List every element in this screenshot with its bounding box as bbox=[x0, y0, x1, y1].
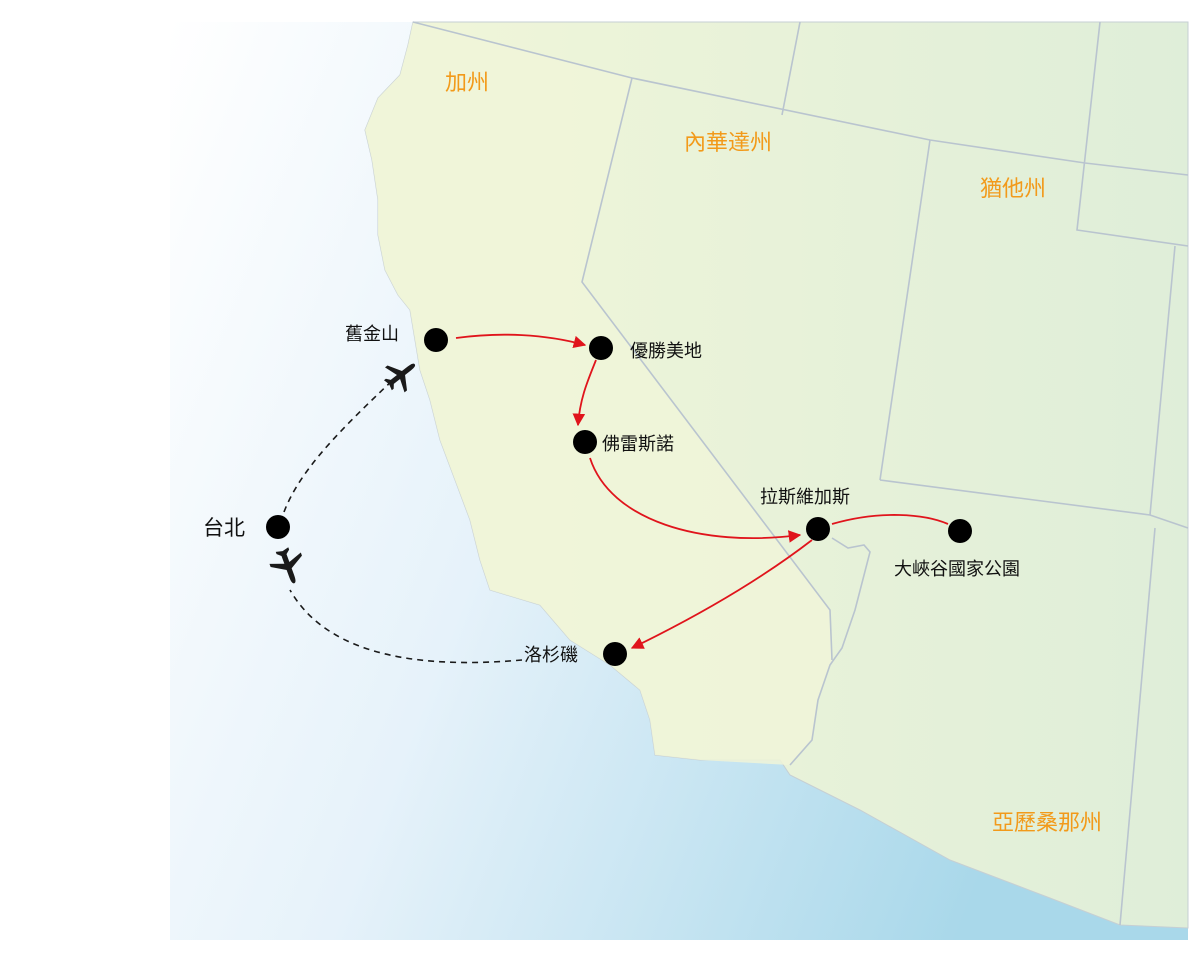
city-dot-grand-canyon bbox=[948, 519, 972, 543]
flight-route-la-taipei bbox=[289, 589, 523, 664]
state-label-utah: 猶他州 bbox=[980, 177, 1046, 202]
city-dot-las-vegas bbox=[806, 517, 830, 541]
city-dot-los-angeles bbox=[603, 642, 627, 666]
city-label-grand-canyon: 大峽谷國家公園 bbox=[894, 559, 1020, 580]
city-label-taipei: 台北 bbox=[203, 516, 245, 540]
border-nv-ut bbox=[879, 139, 931, 481]
california-shape bbox=[365, 22, 832, 765]
state-label-arizona: 亞歷桑那州 bbox=[992, 811, 1102, 836]
border-az-nm bbox=[1119, 527, 1156, 926]
route-yosemite-fresno bbox=[572, 359, 597, 427]
city-dot-san-francisco bbox=[424, 328, 448, 352]
city-label-fresno: 佛雷斯諾 bbox=[602, 434, 674, 455]
city-dot-fresno bbox=[573, 430, 597, 454]
city-dot-taipei bbox=[266, 515, 290, 539]
city-label-san-francisco: 舊金山 bbox=[345, 324, 399, 345]
state-labels: 加州 內華達州 猶他州 亞歷桑那州 bbox=[445, 71, 1102, 836]
city-label-los-angeles: 洛杉磯 bbox=[524, 645, 578, 666]
flight-route-taipei-sf bbox=[283, 377, 396, 513]
border-id-wy bbox=[1076, 21, 1189, 247]
flight-routes bbox=[283, 377, 523, 664]
border-or-id bbox=[781, 21, 801, 116]
route-lasvegas-grandcanyon bbox=[831, 514, 949, 525]
city-labels: 台北 舊金山 優勝美地 佛雷斯諾 拉斯維加斯 大峽谷國家公園 洛杉磯 bbox=[203, 324, 1020, 666]
route-fresno-lasvegas bbox=[589, 457, 802, 543]
border-az-ca-river bbox=[789, 537, 871, 766]
route-sf-yosemite bbox=[455, 333, 587, 349]
ground-routes bbox=[455, 333, 949, 649]
border-ca-nv bbox=[581, 77, 833, 661]
city-label-yosemite: 優勝美地 bbox=[630, 341, 702, 362]
route-lasvegas-la bbox=[630, 539, 813, 649]
state-label-california: 加州 bbox=[445, 71, 489, 96]
state-label-nevada: 內華達州 bbox=[684, 131, 772, 156]
city-dot-yosemite bbox=[589, 336, 613, 360]
city-label-las-vegas: 拉斯維加斯 bbox=[760, 487, 850, 508]
border-ut-co bbox=[1149, 245, 1176, 516]
state-borders bbox=[412, 21, 1189, 926]
city-dots bbox=[266, 328, 972, 666]
